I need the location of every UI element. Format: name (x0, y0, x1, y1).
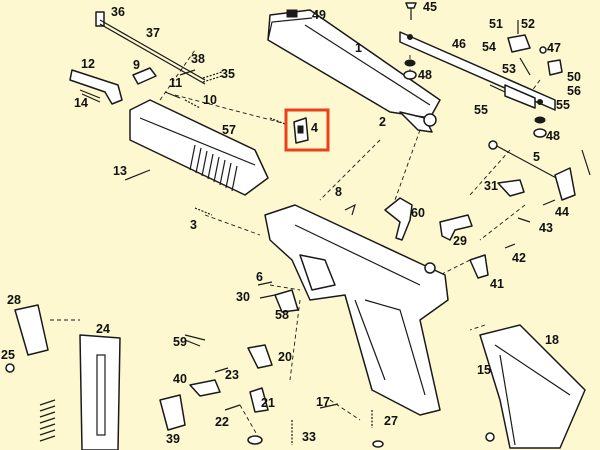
frame-part (264, 204, 449, 416)
label-23: 23 (225, 368, 239, 382)
label-48a: 48 (418, 68, 432, 82)
label-41: 41 (490, 277, 504, 291)
grip-part (479, 324, 586, 449)
label-36: 36 (111, 5, 125, 19)
label-47: 47 (547, 41, 561, 55)
label-45: 45 (423, 0, 437, 14)
label-11: 11 (169, 76, 182, 90)
highlighted-part-4[interactable] (284, 108, 330, 152)
label-52: 52 (521, 17, 535, 31)
label-18: 18 (545, 333, 559, 347)
label-22: 22 (215, 415, 229, 429)
label-35: 35 (221, 67, 235, 81)
label-55a: 55 (474, 103, 488, 117)
label-10: 10 (203, 93, 217, 107)
label-42: 42 (512, 251, 526, 265)
label-2: 2 (379, 115, 386, 129)
label-14: 14 (74, 96, 88, 110)
label-24: 24 (96, 322, 110, 336)
barrel-part (267, 9, 441, 133)
label-49: 49 (312, 8, 326, 22)
label-25: 25 (1, 348, 15, 362)
label-8: 8 (335, 185, 342, 199)
label-28: 28 (7, 293, 21, 307)
label-43: 43 (539, 221, 553, 235)
magazine-spring (39, 399, 56, 442)
screw-parts (403, 2, 547, 138)
label-13: 13 (113, 164, 127, 178)
label-38: 38 (191, 52, 205, 66)
label-33: 33 (302, 430, 316, 444)
label-3: 3 (190, 218, 197, 232)
label-53: 53 (502, 62, 516, 76)
assembly-lines (50, 49, 541, 441)
label-44: 44 (555, 205, 569, 219)
label-31: 31 (484, 179, 498, 193)
label-55b: 55 (556, 98, 570, 112)
label-1: 1 (355, 41, 362, 55)
sight-parts (489, 20, 563, 93)
magazine-part (5, 304, 121, 450)
label-58: 58 (275, 308, 289, 322)
part-labels: 36 37 49 45 51 52 46 54 47 1 38 9 12 35 … (1, 0, 581, 446)
label-20: 20 (278, 350, 292, 364)
label-12: 12 (81, 57, 95, 71)
label-29: 29 (453, 234, 467, 248)
lower-parts (159, 334, 384, 448)
label-37: 37 (146, 26, 160, 40)
label-27: 27 (384, 414, 398, 428)
rail-part (399, 31, 556, 111)
label-17: 17 (316, 395, 330, 409)
label-57: 57 (222, 123, 236, 137)
label-15: 15 (477, 363, 491, 377)
spring-parts (69, 67, 286, 125)
slide-serrations (189, 144, 238, 192)
label-56: 56 (567, 84, 581, 98)
label-39: 39 (166, 432, 180, 446)
label-51: 51 (489, 17, 503, 31)
label-60: 60 (411, 206, 425, 220)
label-9: 9 (133, 58, 140, 72)
label-48b: 48 (546, 129, 560, 143)
label-50: 50 (567, 70, 581, 84)
label-40: 40 (173, 372, 187, 386)
label-46: 46 (452, 37, 466, 51)
pin-parts (194, 207, 299, 313)
label-59: 59 (173, 335, 187, 349)
label-5: 5 (533, 150, 540, 164)
trigger-parts (344, 140, 591, 279)
label-6: 6 (256, 270, 263, 284)
label-21: 21 (261, 396, 275, 410)
label-4: 4 (311, 121, 318, 135)
label-54: 54 (482, 40, 496, 54)
slide-part (124, 99, 269, 196)
guide-rod-part (95, 11, 206, 85)
label-30: 30 (236, 290, 250, 304)
